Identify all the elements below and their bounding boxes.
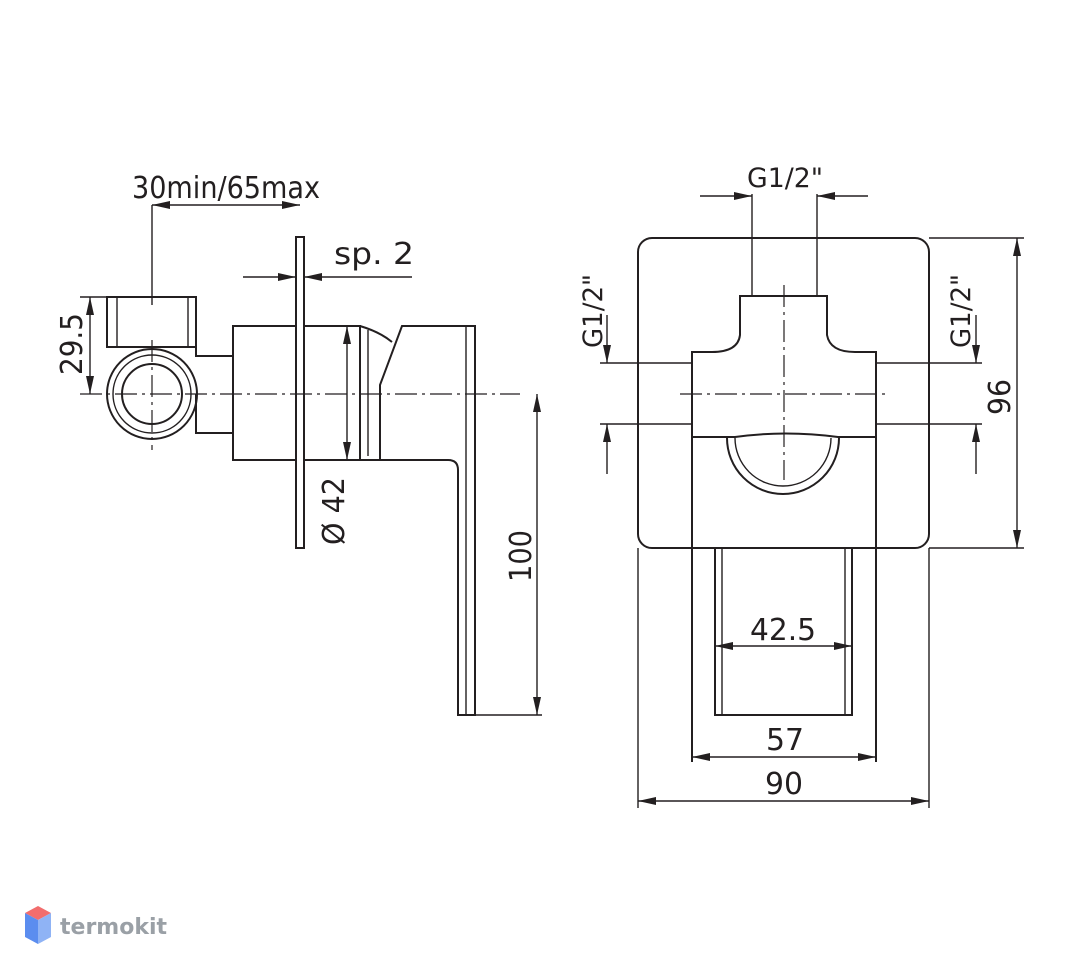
lever-height-label: 100 — [504, 530, 539, 582]
wall-plate — [295, 236, 305, 549]
plate-width-dimension: 90 — [637, 548, 930, 808]
right-thread-dimension: G1/2" — [876, 274, 982, 474]
top-thread-label: G1/2" — [747, 163, 823, 194]
valve-body — [232, 325, 393, 461]
lever-width-label: 42.5 — [750, 613, 816, 648]
inlet-offset-dimension: 29.5 — [55, 296, 107, 394]
left-thread-label: G1/2" — [578, 274, 609, 348]
depth-dimension: 30min/65max — [132, 171, 320, 305]
front-view: G1/2" G1/2" G1/2" — [578, 163, 1024, 808]
t-fitting — [691, 295, 877, 438]
plate-width-label: 90 — [765, 767, 803, 802]
body-diameter-dimension: Ø 42 — [317, 326, 352, 545]
side-view: 30min/65max sp. 2 29.5 Ø 42 — [55, 171, 542, 716]
plate-thickness-label: sp. 2 — [334, 237, 414, 272]
lever-width-dimension: 42.5 — [715, 613, 852, 650]
lever-height-dimension: 100 — [475, 394, 542, 716]
plate-thickness-dimension: sp. 2 — [243, 237, 414, 281]
top-thread-dimension: G1/2" — [700, 163, 868, 296]
body-diameter-label: Ø 42 — [317, 477, 352, 545]
right-thread-label: G1/2" — [946, 274, 977, 348]
inlet-offset-label: 29.5 — [55, 313, 90, 375]
inlet-fitting — [106, 296, 233, 357]
left-thread-dimension: G1/2" — [578, 274, 692, 474]
cartridge-arc — [726, 437, 840, 495]
cover-width-dimension: 57 — [692, 723, 876, 761]
plate-height-dimension: 96 — [929, 237, 1024, 549]
watermark-logo-icon — [25, 906, 51, 944]
lever-handle — [379, 325, 476, 716]
cover-width-label: 57 — [766, 723, 804, 758]
plate-height-label: 96 — [983, 379, 1018, 415]
lever-cover — [691, 437, 877, 762]
watermark: termokit — [25, 906, 167, 944]
depth-label: 30min/65max — [132, 171, 320, 206]
watermark-text: termokit — [60, 915, 167, 940]
